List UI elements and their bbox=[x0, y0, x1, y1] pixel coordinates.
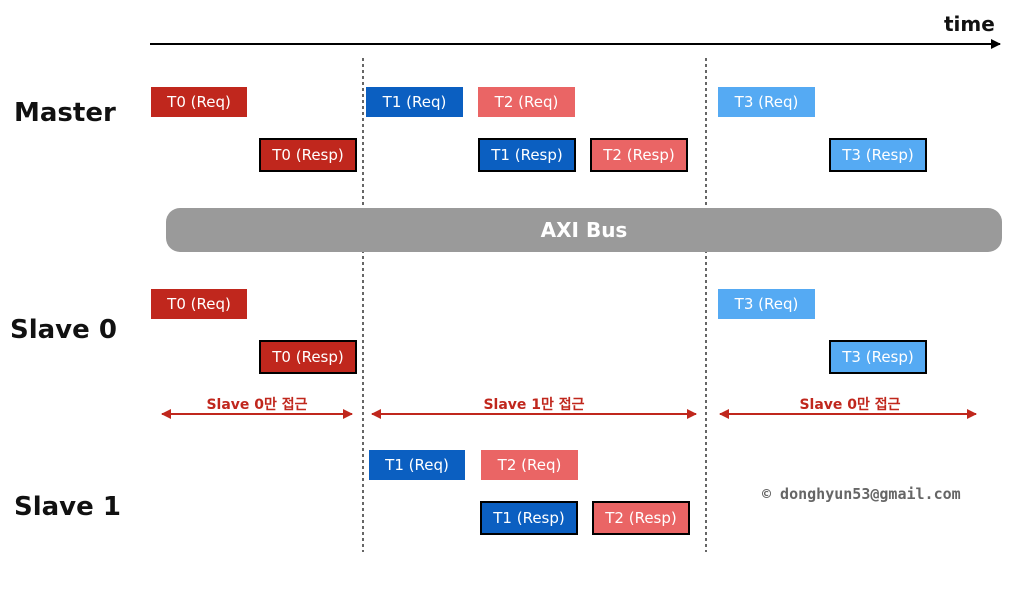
slave1-label: Slave 1 bbox=[14, 492, 121, 522]
range-label-2: Slave 1만 접근 bbox=[483, 397, 585, 413]
slave0-t3-resp: T3 (Resp) bbox=[829, 340, 927, 374]
slave0-t0-req: T0 (Req) bbox=[151, 289, 247, 319]
master-t3-resp: T3 (Resp) bbox=[829, 138, 927, 172]
master-t1-resp: T1 (Resp) bbox=[478, 138, 576, 172]
copyright-text: © donghyun53@gmail.com bbox=[762, 485, 961, 503]
master-t0-req: T0 (Req) bbox=[151, 87, 247, 117]
slave0-t0-resp: T0 (Resp) bbox=[259, 340, 357, 374]
range-label-1: Slave 0만 접근 bbox=[206, 397, 308, 413]
slave1-t1-req: T1 (Req) bbox=[369, 450, 465, 480]
master-t3-req: T3 (Req) bbox=[718, 87, 815, 117]
time-label: time bbox=[944, 12, 995, 36]
slave0-label: Slave 0 bbox=[10, 315, 117, 345]
master-t1-req: T1 (Req) bbox=[366, 87, 463, 117]
slave1-t2-req: T2 (Req) bbox=[481, 450, 578, 480]
master-t2-req: T2 (Req) bbox=[478, 87, 575, 117]
master-label: Master bbox=[14, 98, 116, 128]
slave0-t3-req: T3 (Req) bbox=[718, 289, 815, 319]
axi-bus: AXI Bus bbox=[166, 208, 1002, 252]
master-t0-resp: T0 (Resp) bbox=[259, 138, 357, 172]
slave1-t2-resp: T2 (Resp) bbox=[592, 501, 690, 535]
slave1-t1-resp: T1 (Resp) bbox=[480, 501, 578, 535]
master-t2-resp: T2 (Resp) bbox=[590, 138, 688, 172]
range-label-3: Slave 0만 접근 bbox=[799, 397, 901, 413]
